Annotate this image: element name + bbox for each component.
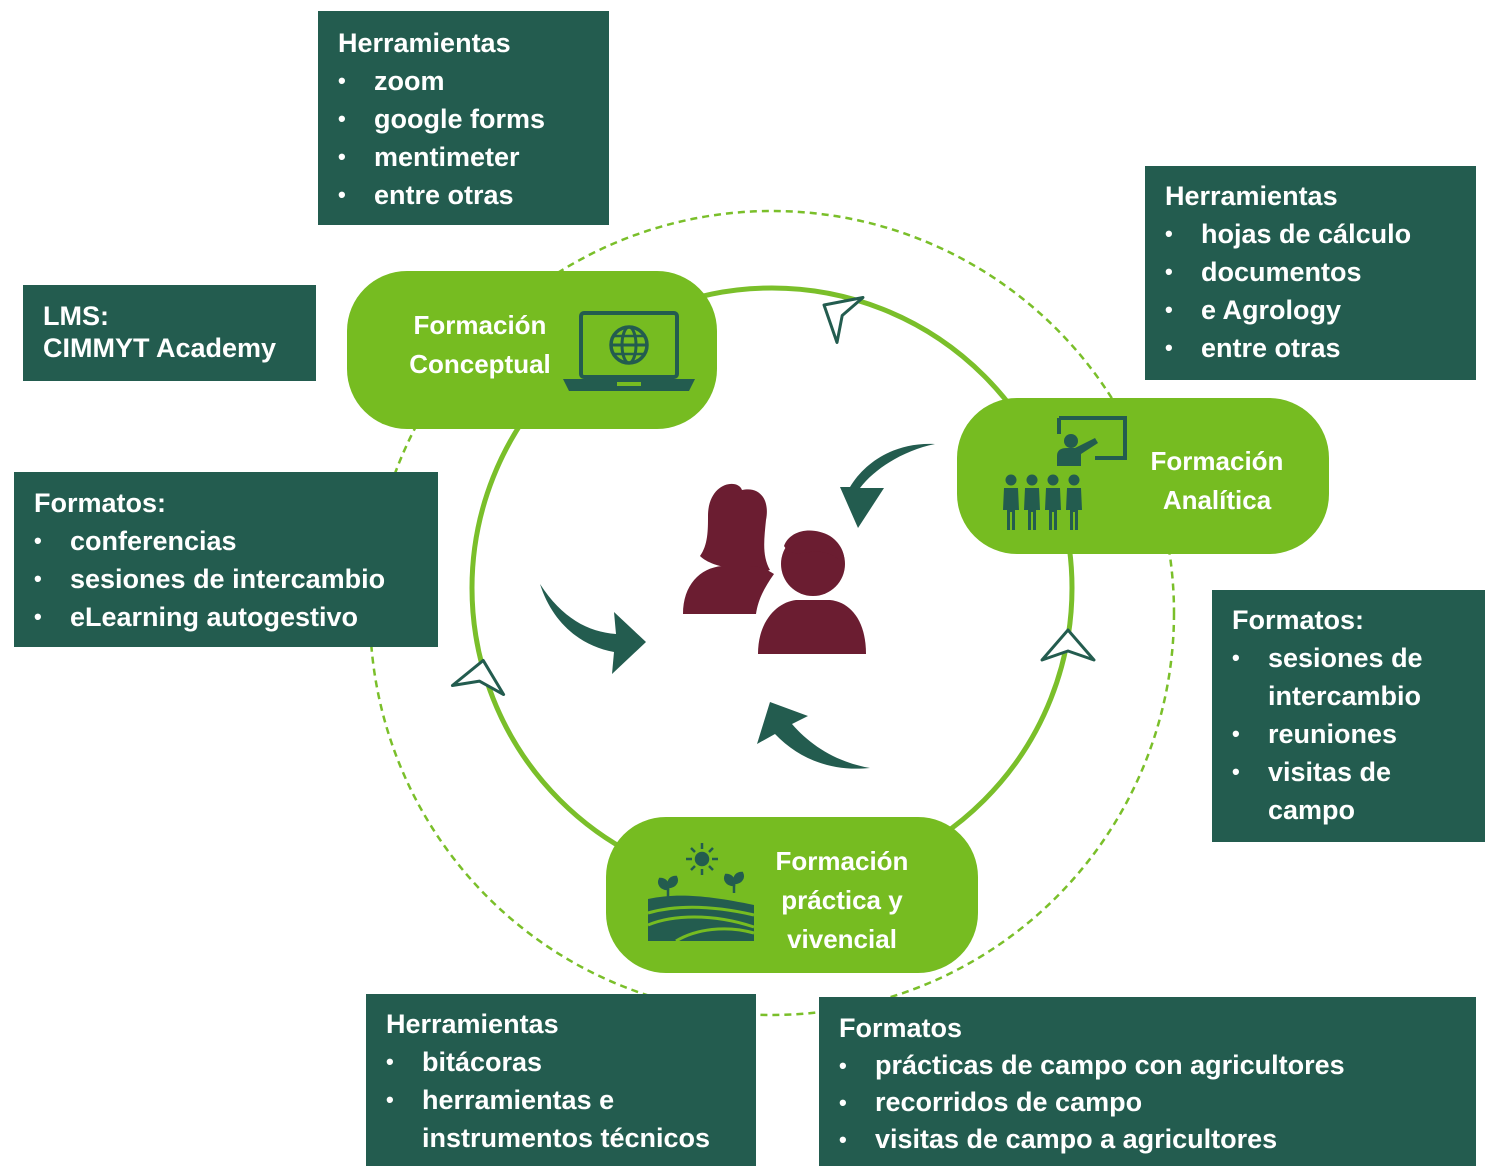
stage-formacion-practica: Formación práctica y vivencial — [606, 817, 978, 973]
conceptual-formats-box: Formatos: •conferencias •sesiones de int… — [14, 472, 438, 647]
analitica-tools-title: Herramientas — [1165, 181, 1338, 211]
laptop-globe-icon — [563, 311, 695, 391]
conceptual-tools-title: Herramientas — [338, 28, 511, 58]
cycle-arrowhead-left — [450, 658, 506, 697]
farm-field-icon — [647, 843, 755, 943]
stage-conceptual-line-2: Conceptual — [409, 349, 551, 379]
practica-tools-box: Herramientas •bitácoras •herramientas e … — [366, 994, 756, 1166]
list-item: •bitácoras — [386, 1047, 543, 1077]
list-item: •documentos — [1165, 257, 1362, 287]
list-item: •mentimeter — [338, 142, 520, 172]
list-item: •hojas de cálculo — [1165, 219, 1412, 249]
lms-box: LMS: CIMMYT Academy — [23, 285, 316, 381]
list-item: •recorridos de campo — [839, 1087, 1143, 1117]
analitica-formats-title: Formatos: — [1232, 605, 1365, 635]
list-item: •herramientas e instrumentos técnicos — [386, 1085, 711, 1153]
stage-analitica-line-2: Analítica — [1162, 485, 1272, 515]
people-icon — [683, 483, 866, 654]
stage-practica-line-1: Formación — [775, 846, 909, 876]
conceptual-tools-box: Herramientas •zoom •google forms •mentim… — [318, 11, 609, 225]
list-item: •reuniones — [1232, 719, 1398, 749]
conceptual-formats-title: Formatos: — [34, 488, 167, 518]
practica-tools-title: Herramientas — [386, 1009, 559, 1039]
analitica-tools-box: Herramientas •hojas de cálculo •document… — [1145, 166, 1476, 380]
list-item: •e Agrology — [1165, 295, 1342, 325]
list-item: •google forms — [338, 104, 546, 134]
list-item: •sesiones de intercambio — [34, 564, 386, 594]
teacher-presentation-icon — [1003, 416, 1127, 530]
list-item: •visitas de campo — [1232, 757, 1392, 825]
lms-line-2: CIMMYT Academy — [43, 333, 277, 363]
stage-formacion-analitica: Formación Analítica — [957, 398, 1329, 554]
curved-arrow-from-conceptual — [540, 584, 646, 674]
stage-analitica-line-1: Formación — [1150, 446, 1284, 476]
list-item: •entre otras — [1165, 333, 1341, 363]
analitica-formats-box: Formatos: •sesiones de intercambio •reun… — [1212, 590, 1485, 842]
stage-formacion-conceptual: Formación Conceptual — [347, 271, 717, 429]
stage-practica-line-3: vivencial — [787, 924, 897, 954]
curved-arrow-from-analitica — [840, 443, 935, 528]
stage-conceptual-line-1: Formación — [413, 310, 547, 340]
lms-line-1: LMS: — [43, 301, 109, 331]
list-item: •entre otras — [338, 180, 514, 210]
cycle-arrowhead-right — [1040, 628, 1096, 662]
list-item: •zoom — [338, 66, 445, 96]
list-item: •eLearning autogestivo — [34, 602, 359, 632]
practica-formats-box: Formatos •prácticas de campo con agricul… — [819, 997, 1476, 1166]
list-item: •prácticas de campo con agricultores — [839, 1050, 1345, 1080]
list-item: •visitas de campo a agricultores — [839, 1124, 1278, 1154]
curved-arrow-from-practica — [757, 702, 870, 769]
cycle-arrowhead-top-right — [822, 295, 865, 345]
list-item: •sesiones de intercambio — [1232, 643, 1423, 711]
practica-formats-title: Formatos — [839, 1013, 963, 1043]
stage-practica-line-2: práctica y — [781, 885, 903, 915]
list-item: •conferencias — [34, 526, 237, 556]
